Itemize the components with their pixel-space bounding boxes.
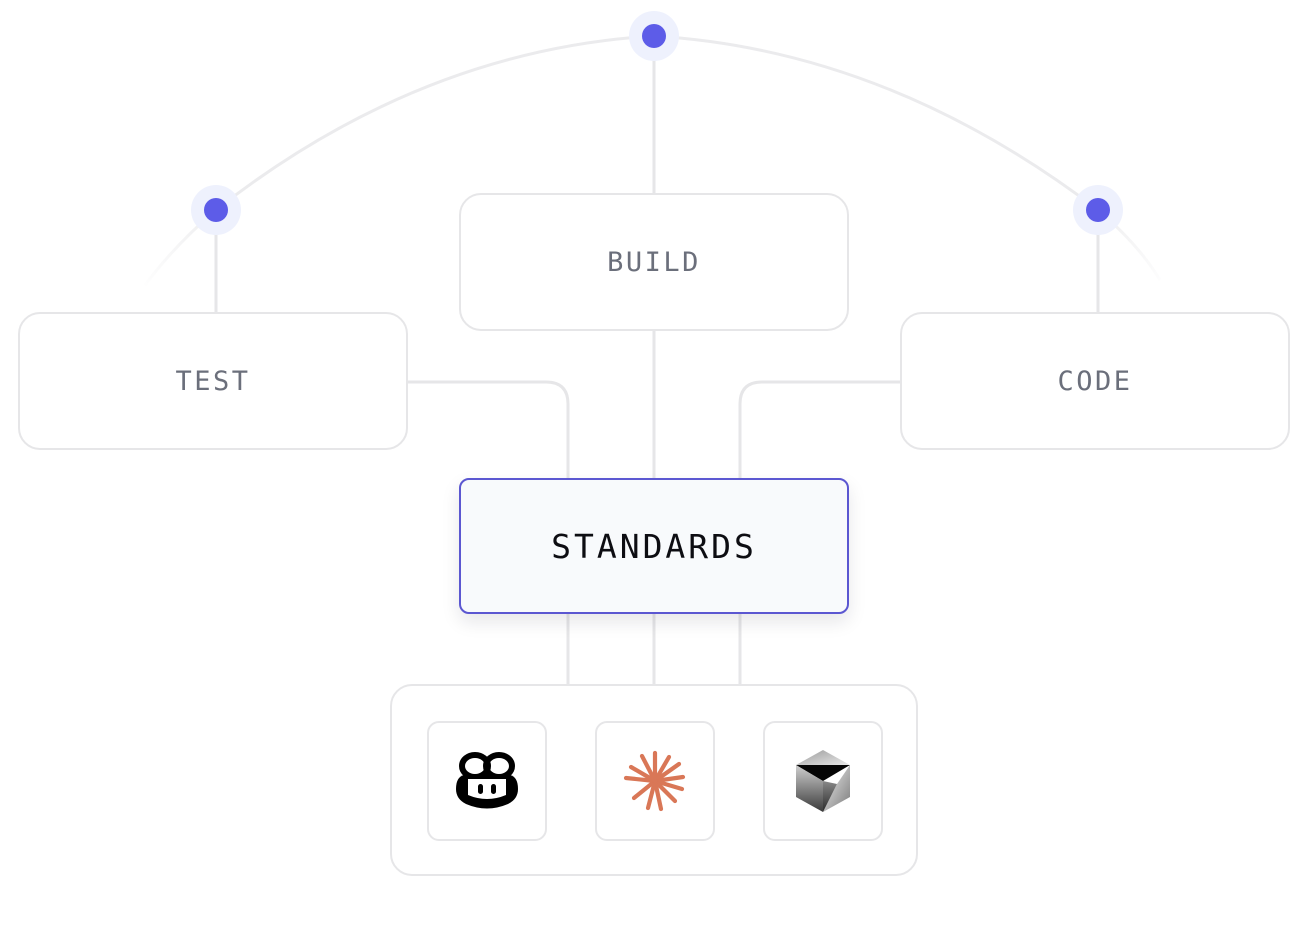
copilot-icon xyxy=(456,752,518,809)
claude-asterisk-icon xyxy=(623,750,686,812)
test-label: TEST xyxy=(175,365,251,397)
integration-tile-copilot[interactable] xyxy=(427,721,547,841)
build-node[interactable]: BUILD xyxy=(459,193,849,331)
integration-tile-cursor[interactable] xyxy=(763,721,883,841)
milestone-dot-top xyxy=(629,11,679,61)
code-node[interactable]: CODE xyxy=(900,312,1290,450)
test-node[interactable]: TEST xyxy=(18,312,408,450)
arc-left xyxy=(215,34,655,212)
standards-label: STANDARDS xyxy=(551,526,757,566)
integrations-tray xyxy=(390,684,918,876)
arc-right xyxy=(653,34,1099,212)
code-label: CODE xyxy=(1057,365,1133,397)
integration-tile-claude[interactable] xyxy=(595,721,715,841)
milestone-dot-right xyxy=(1073,185,1123,235)
build-label: BUILD xyxy=(607,246,701,278)
cursor-cube-icon xyxy=(796,750,850,812)
milestone-dot-left xyxy=(191,185,241,235)
standards-node[interactable]: STANDARDS xyxy=(459,478,849,614)
